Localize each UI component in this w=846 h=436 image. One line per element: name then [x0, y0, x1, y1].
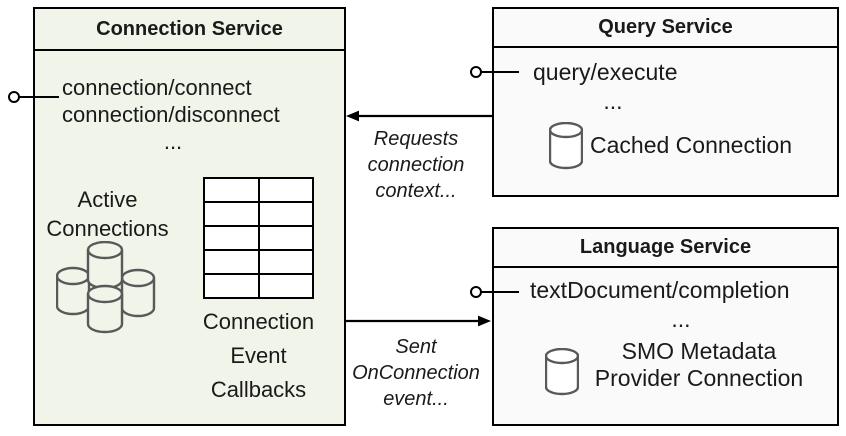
requests-connection-context-label: Requests connection context...: [367, 128, 465, 202]
query-service-title: Query Service: [494, 9, 837, 48]
database-icon: [545, 348, 579, 396]
method-textdocument-completion: textDocument/completion: [530, 277, 790, 303]
language-service-methods: textDocument/completion ...: [530, 276, 832, 334]
connection-service-title: Connection Service: [35, 9, 344, 51]
smo-metadata-provider-connection-label: SMO Metadata Provider Connection: [594, 338, 804, 391]
active-connections-label: Active Connections: [46, 187, 169, 241]
ellipsis: ...: [603, 88, 623, 114]
connection-service-box: Connection Service connection/connect co…: [33, 7, 346, 426]
query-service-methods: query/execute ...: [533, 58, 693, 116]
method-connect: connection/connect: [62, 75, 252, 100]
cached-connection-label: Cached Connection: [590, 132, 793, 158]
database-icon: [549, 122, 583, 170]
method-query-execute: query/execute: [533, 59, 678, 85]
connection-event-callbacks-label: Connection Event Callbacks: [202, 309, 315, 402]
sent-event-arrow: [346, 315, 491, 327]
method-disconnect: connection/disconnect: [62, 102, 280, 127]
language-service-title: Language Service: [494, 229, 837, 268]
connection-service-methods: connection/connect connection/disconnect…: [62, 74, 284, 155]
ellipsis: ...: [671, 306, 691, 332]
requests-arrow: [346, 110, 492, 122]
query-service-box: Query Service query/execute ... Cached C…: [492, 7, 839, 197]
ellipsis: ...: [163, 129, 183, 154]
language-service-box: Language Service textDocument/completion…: [492, 227, 839, 426]
callbacks-table-icon: [203, 177, 314, 299]
database-cluster-icon: [56, 241, 156, 334]
sent-onconnection-event-label: Sent OnConnection event...: [352, 336, 480, 410]
